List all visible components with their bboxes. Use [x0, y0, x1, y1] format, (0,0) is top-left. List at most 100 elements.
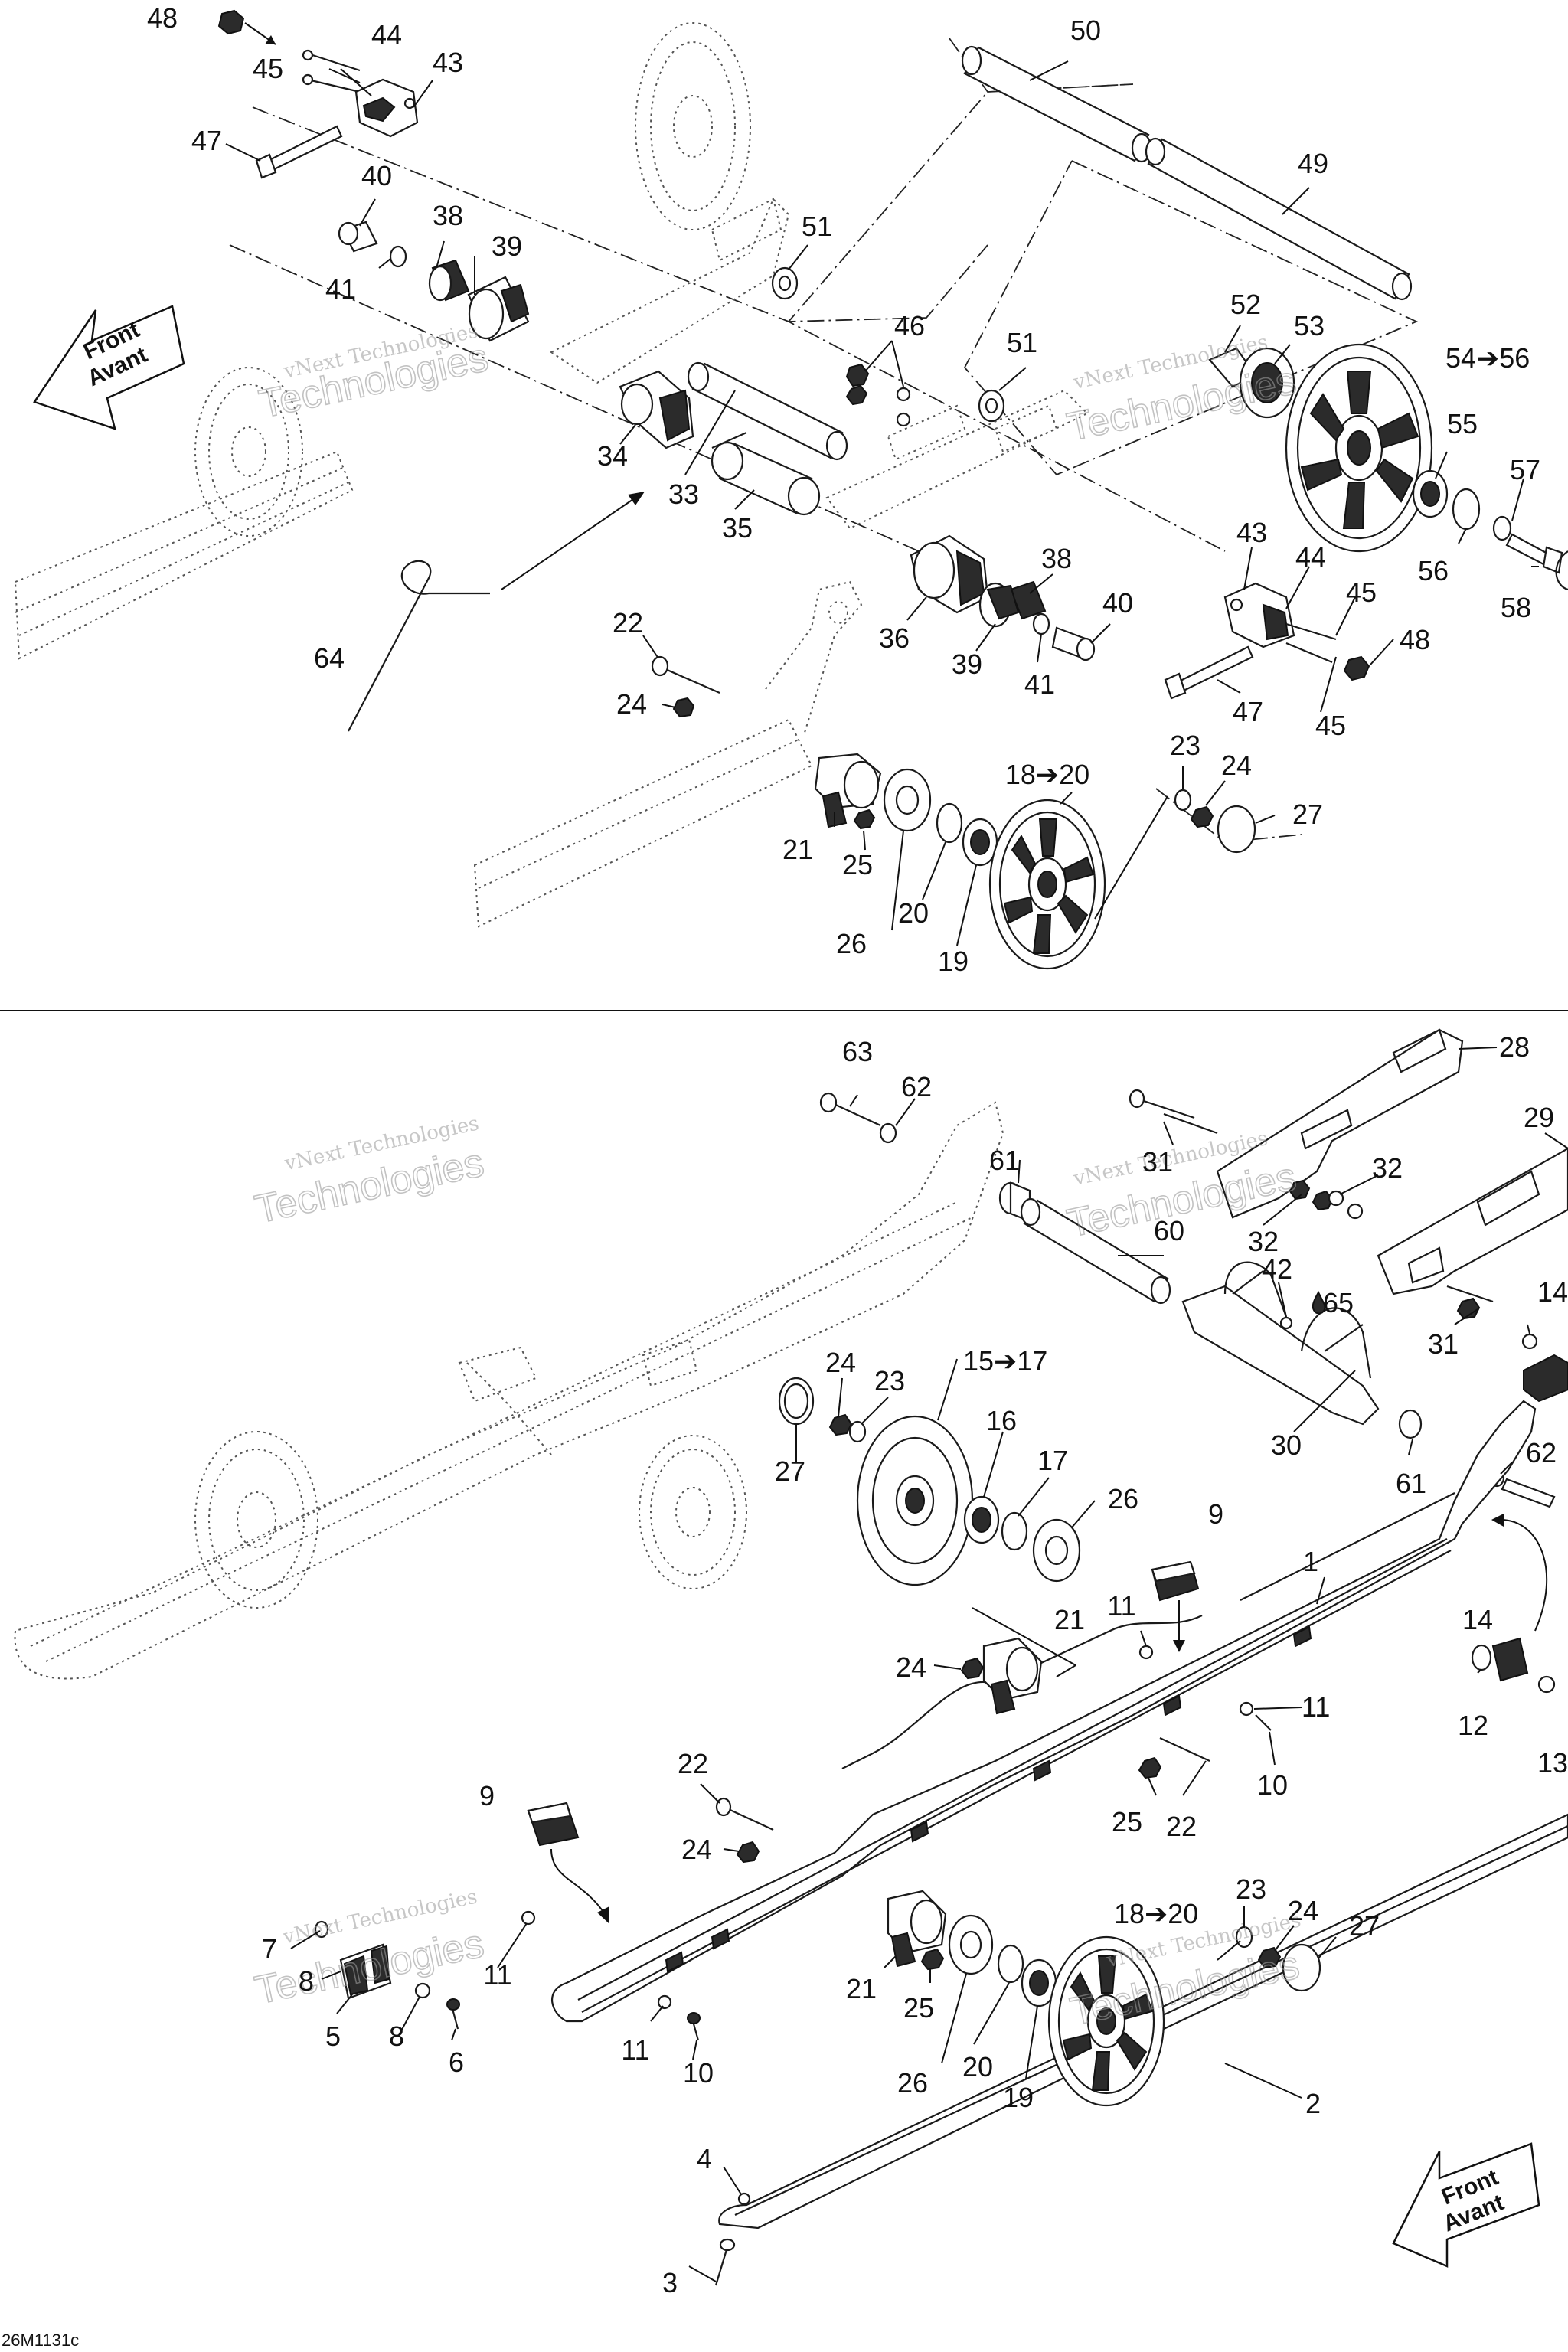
callout-63: 63 [842, 1036, 873, 1067]
part-63-bolt [819, 1092, 881, 1126]
part-46-washer-b [896, 412, 911, 427]
callout-20: 20 [962, 2051, 993, 2082]
callout-2: 2 [1305, 2088, 1321, 2119]
callout-48: 48 [147, 2, 178, 34]
ghost-rail-right-top [473, 580, 863, 928]
callout-52: 52 [1230, 289, 1261, 320]
part-24-nut-b [1190, 805, 1214, 828]
part-61-bushing-right [1398, 1409, 1423, 1439]
part-27-cap [1217, 805, 1256, 854]
callout-11: 11 [1107, 1590, 1135, 1622]
part-17-ring [1001, 1511, 1028, 1551]
part-54-wheel [1285, 343, 1433, 553]
part-24-nut-d [960, 1657, 985, 1680]
callout-24: 24 [616, 688, 647, 720]
part-40-bolt [338, 220, 378, 253]
callout-46: 46 [894, 310, 925, 341]
leader-12 [1500, 1519, 1547, 1632]
callout-26: 26 [836, 928, 867, 959]
callout-39: 39 [952, 648, 982, 680]
callout-15-17: 15➔17 [963, 1345, 1047, 1377]
part-45-screw-b [1285, 642, 1333, 664]
part-26-washer-c [948, 1914, 994, 1975]
callout-31: 31 [1142, 1146, 1173, 1178]
part-27-cap-b [778, 1377, 815, 1426]
top-section-rear-arm-assembly [14, 9, 1568, 970]
part-11-washer-a [1138, 1645, 1154, 1660]
callout-62: 62 [1526, 1437, 1557, 1468]
callout-27: 27 [775, 1455, 805, 1487]
part-32-washer-b [1347, 1203, 1364, 1220]
part-48-nut [217, 9, 245, 35]
part-30-arm [1181, 1261, 1380, 1426]
callout-56: 56 [1418, 555, 1449, 586]
part-21-spacer-b [982, 1637, 1043, 1715]
part-20-ring-b [997, 1944, 1024, 1984]
callout-47: 47 [191, 125, 222, 156]
callout-60: 60 [1154, 1215, 1184, 1246]
part-31-bolt-b [1163, 1112, 1218, 1135]
part-24-nut-e [736, 1841, 760, 1864]
part-36-cap [910, 534, 989, 614]
callout-35: 35 [722, 512, 753, 544]
part-42-fitting [1279, 1316, 1293, 1330]
part-27-cap-c [1282, 1943, 1321, 1992]
part-45-screws [302, 49, 361, 93]
part-55-bearing [1412, 469, 1449, 518]
callout-31: 31 [1428, 1328, 1459, 1360]
centerline-axis-main [252, 106, 1226, 552]
callout-30: 30 [1271, 1429, 1302, 1461]
callout-41: 41 [325, 273, 356, 305]
part-11-washer-c [521, 1910, 536, 1926]
callout-16: 16 [986, 1405, 1017, 1436]
callout-32: 32 [1248, 1226, 1279, 1257]
callout-9: 9 [1208, 1498, 1223, 1530]
part-32-nut-a [1289, 1179, 1311, 1200]
part-26-washer [883, 768, 932, 832]
part-20-ring [936, 802, 963, 844]
callout-24: 24 [1221, 750, 1252, 781]
callout-61: 61 [1396, 1468, 1426, 1499]
part-3-screw [714, 2238, 736, 2286]
callout-14: 14 [1537, 1276, 1568, 1308]
callout-11: 11 [483, 1959, 511, 1991]
part-25-bolt-c [920, 1948, 945, 1971]
ghost-rail-left [14, 450, 354, 660]
callout-8: 8 [389, 2020, 404, 2052]
leader-64 [501, 497, 636, 590]
part-49-shaft [1145, 137, 1413, 301]
callout-54-56: 54➔56 [1446, 342, 1530, 374]
part-39-cap-right [978, 582, 1020, 628]
callout-26: 26 [897, 2067, 928, 2099]
callout-24: 24 [1288, 1895, 1318, 1926]
callout-4: 4 [697, 2143, 712, 2174]
part-22-bolt-b [1159, 1737, 1210, 1762]
part-16-bearing [963, 1495, 1000, 1544]
callout-7: 7 [262, 1933, 277, 1965]
part-7-washer [314, 1920, 329, 1939]
callout-25: 25 [1112, 1806, 1142, 1838]
callout-39: 39 [492, 230, 522, 262]
part-34-cap [619, 370, 694, 449]
callout-18-20: 18➔20 [1114, 1898, 1198, 1929]
callout-20: 20 [898, 897, 929, 929]
part-15-wheel [856, 1415, 974, 1586]
callout-62: 62 [901, 1071, 932, 1102]
callout-48: 48 [1400, 624, 1430, 655]
callout-leaders [225, 60, 1568, 2282]
callout-8: 8 [299, 1965, 314, 1997]
part-56-ring [1452, 488, 1481, 531]
part-24-nut-c [828, 1413, 853, 1436]
part-23-washer-b [848, 1420, 867, 1443]
callout-1: 1 [1303, 1546, 1318, 1577]
callout-27: 27 [1292, 799, 1323, 830]
front-direction-arrow-bottom: Front Avant [1392, 2142, 1540, 2268]
callout-32: 32 [1372, 1152, 1403, 1184]
callout-51: 51 [802, 211, 832, 242]
callout-24: 24 [681, 1834, 712, 1865]
callout-61: 61 [989, 1145, 1020, 1176]
leader-9b [550, 1848, 606, 1915]
part-19-bearing-b [1021, 1958, 1057, 2007]
